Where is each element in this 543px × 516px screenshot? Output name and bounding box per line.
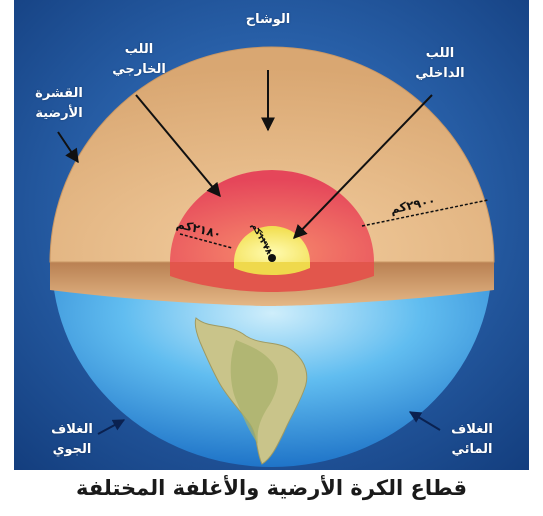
hydrosphere-label: الغلاف المائي — [440, 420, 504, 460]
outer-core-label: اللب الخارجي — [104, 40, 174, 80]
crust-label: القشرة الأرضية — [22, 84, 96, 124]
diagram-caption: قطاع الكرة الأرضية والأغلفة المختلفة — [76, 476, 467, 500]
crust-arrow — [57, 131, 79, 164]
crust-label-line1: القشرة — [35, 86, 83, 101]
atmosphere-label: الغلاف الجوي — [40, 420, 104, 460]
inner-core-arrow — [293, 94, 433, 240]
outer-core-label-line2: الخارجي — [112, 62, 166, 77]
outer-core-arrow — [135, 94, 221, 198]
inner-core-label-line1: اللب — [425, 46, 455, 61]
hydrosphere-arrow — [408, 411, 441, 431]
inner-core-hemisphere — [234, 226, 310, 262]
hydrosphere-label-line1: الغلاف — [451, 422, 493, 437]
outer-core-hemisphere — [170, 170, 374, 262]
outer-core-thickness-line — [179, 233, 233, 249]
hydrosphere-label-line2: المائي — [451, 442, 493, 457]
mantle-label: الوشاح — [245, 12, 291, 27]
earth-center-dot — [268, 254, 276, 262]
continent-highlands — [230, 340, 278, 444]
outer-core-label-line1: اللب — [124, 42, 154, 57]
inner-core-band — [234, 262, 310, 275]
atmosphere-arrow — [97, 419, 126, 435]
crust-label-line2: الأرضية — [35, 106, 83, 121]
atmosphere-label-line2: الجوي — [52, 442, 92, 457]
inner-core-label: اللب الداخلي — [405, 44, 475, 84]
inner-core-label-line2: الداخلي — [415, 66, 465, 81]
atmosphere-label-line1: الغلاف — [51, 422, 93, 437]
outer-core-band — [170, 262, 374, 292]
mantle-thickness-line — [361, 199, 489, 227]
